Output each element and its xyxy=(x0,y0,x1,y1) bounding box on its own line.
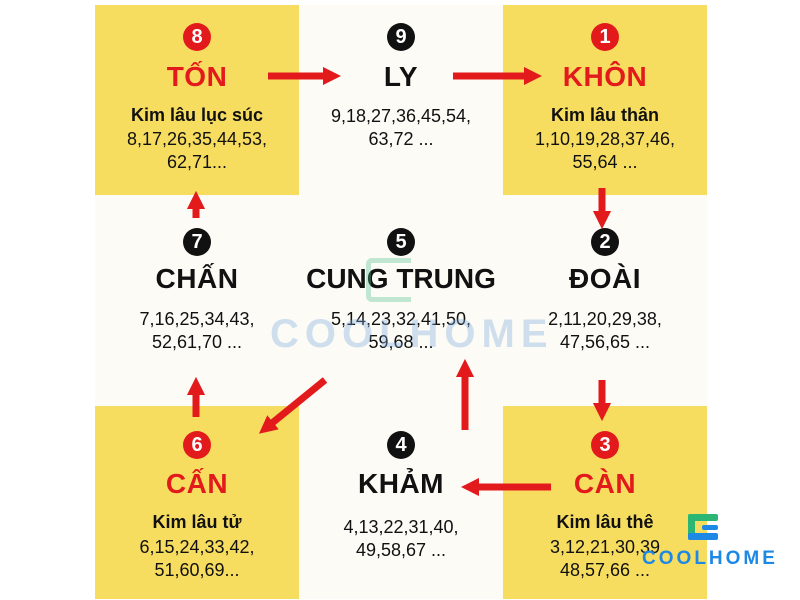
numbers-line: 51,60,69... xyxy=(154,560,240,580)
cell-numbers: 4,13,22,31,40, 49,58,67 ... xyxy=(299,516,503,562)
cell-kham: 4 KHẢM 4,13,22,31,40, 49,58,67 ... xyxy=(299,406,503,599)
number-badge: 5 xyxy=(387,228,415,256)
cell-name: ĐOÀI xyxy=(569,263,641,294)
coolhome-logo: COOLHOME xyxy=(640,514,780,574)
cell-doai: 2 ĐOÀI 2,11,20,29,38, 47,56,65 ... xyxy=(503,195,707,406)
number-badge: 6 xyxy=(183,431,211,459)
cell-name: KHÔN xyxy=(562,61,648,92)
cell-can-right: 3 CÀN Kim lâu thê 3,12,21,30,39 48,57,66… xyxy=(503,406,707,599)
numbers-line: 52,61,70 ... xyxy=(151,332,243,352)
cell-name: KHẢM xyxy=(358,468,444,499)
number-badge: 2 xyxy=(591,228,619,256)
numbers-line: 48,57,66 ... xyxy=(559,560,651,580)
cell-numbers: 7,16,25,34,43, 52,61,70 ... xyxy=(95,308,299,354)
numbers-line: 3,12,21,30,39 xyxy=(549,537,661,557)
number-badge: 9 xyxy=(387,23,415,51)
numbers-line: 7,16,25,34,43, xyxy=(139,309,255,329)
cell-cung-trung: 5 CUNG TRUNG 5,14,23,32,41,50, 59,68 ... xyxy=(299,195,503,406)
cell-numbers: 1,10,19,28,37,46, 55,64 ... xyxy=(503,128,707,174)
cell-chan: 7 CHẤN 7,16,25,34,43, 52,61,70 ... xyxy=(95,195,299,406)
cell-numbers: 5,14,23,32,41,50, 59,68 ... xyxy=(299,308,503,354)
number-badge: 4 xyxy=(387,431,415,459)
number-badge: 3 xyxy=(591,431,619,459)
cell-ly: 9 LY 9,18,27,36,45,54, 63,72 ... xyxy=(299,5,503,195)
numbers-line: 8,17,26,35,44,53, xyxy=(126,129,268,149)
cuu-cung-grid: 8 TỐN Kim lâu lục súc 8,17,26,35,44,53, … xyxy=(95,5,707,599)
cell-can-left: 6 CẤN Kim lâu tử 6,15,24,33,42, 51,60,69… xyxy=(95,406,299,599)
cell-numbers: 3,12,21,30,39 48,57,66 ... xyxy=(503,536,707,582)
numbers-line: 49,58,67 ... xyxy=(355,540,447,560)
numbers-line: 59,68 ... xyxy=(368,332,434,352)
numbers-line: 55,64 ... xyxy=(572,152,638,172)
cell-khon: 1 KHÔN Kim lâu thân 1,10,19,28,37,46, 55… xyxy=(503,5,707,195)
numbers-line: 5,14,23,32,41,50, xyxy=(330,309,472,329)
number-badge: 1 xyxy=(591,23,619,51)
cell-name: CẤN xyxy=(165,468,229,499)
numbers-line: 2,11,20,29,38, xyxy=(548,309,662,329)
numbers-line: 62,71... xyxy=(166,152,228,172)
number-badge: 7 xyxy=(183,228,211,256)
cell-name: CUNG TRUNG xyxy=(306,263,496,294)
cell-subtitle: Kim lâu thân xyxy=(550,105,659,125)
numbers-line: 9,18,27,36,45,54, xyxy=(330,106,472,126)
watermark-text: COOLHOME xyxy=(270,312,554,356)
numbers-line: 47,56,65 ... xyxy=(559,332,651,352)
number-badge: 8 xyxy=(183,23,211,51)
cell-numbers: 6,15,24,33,42, 51,60,69... xyxy=(95,536,299,582)
cell-numbers: 8,17,26,35,44,53, 62,71... xyxy=(95,128,299,174)
cell-subtitle: Kim lâu tử xyxy=(152,512,242,532)
cell-numbers: 9,18,27,36,45,54, 63,72 ... xyxy=(299,105,503,151)
numbers-line: 6,15,24,33,42, xyxy=(139,537,255,557)
cell-numbers: 2,11,20,29,38, 47,56,65 ... xyxy=(503,308,707,354)
watermark-logo-icon xyxy=(366,258,411,302)
coolhome-logo-icon xyxy=(688,514,718,540)
coolhome-logo-text: COOLHOME xyxy=(642,548,778,569)
cell-subtitle: Kim lâu lục súc xyxy=(130,105,264,125)
cell-name: CÀN xyxy=(573,468,637,499)
cell-subtitle: Kim lâu thê xyxy=(556,512,654,532)
cell-name: TỐN xyxy=(166,61,228,92)
cell-name: LY xyxy=(383,61,419,92)
cell-ton: 8 TỐN Kim lâu lục súc 8,17,26,35,44,53, … xyxy=(95,5,299,195)
numbers-line: 63,72 ... xyxy=(368,129,434,149)
numbers-line: 1,10,19,28,37,46, xyxy=(534,129,676,149)
cell-name: CHẤN xyxy=(155,263,239,294)
numbers-line: 4,13,22,31,40, xyxy=(343,517,459,537)
